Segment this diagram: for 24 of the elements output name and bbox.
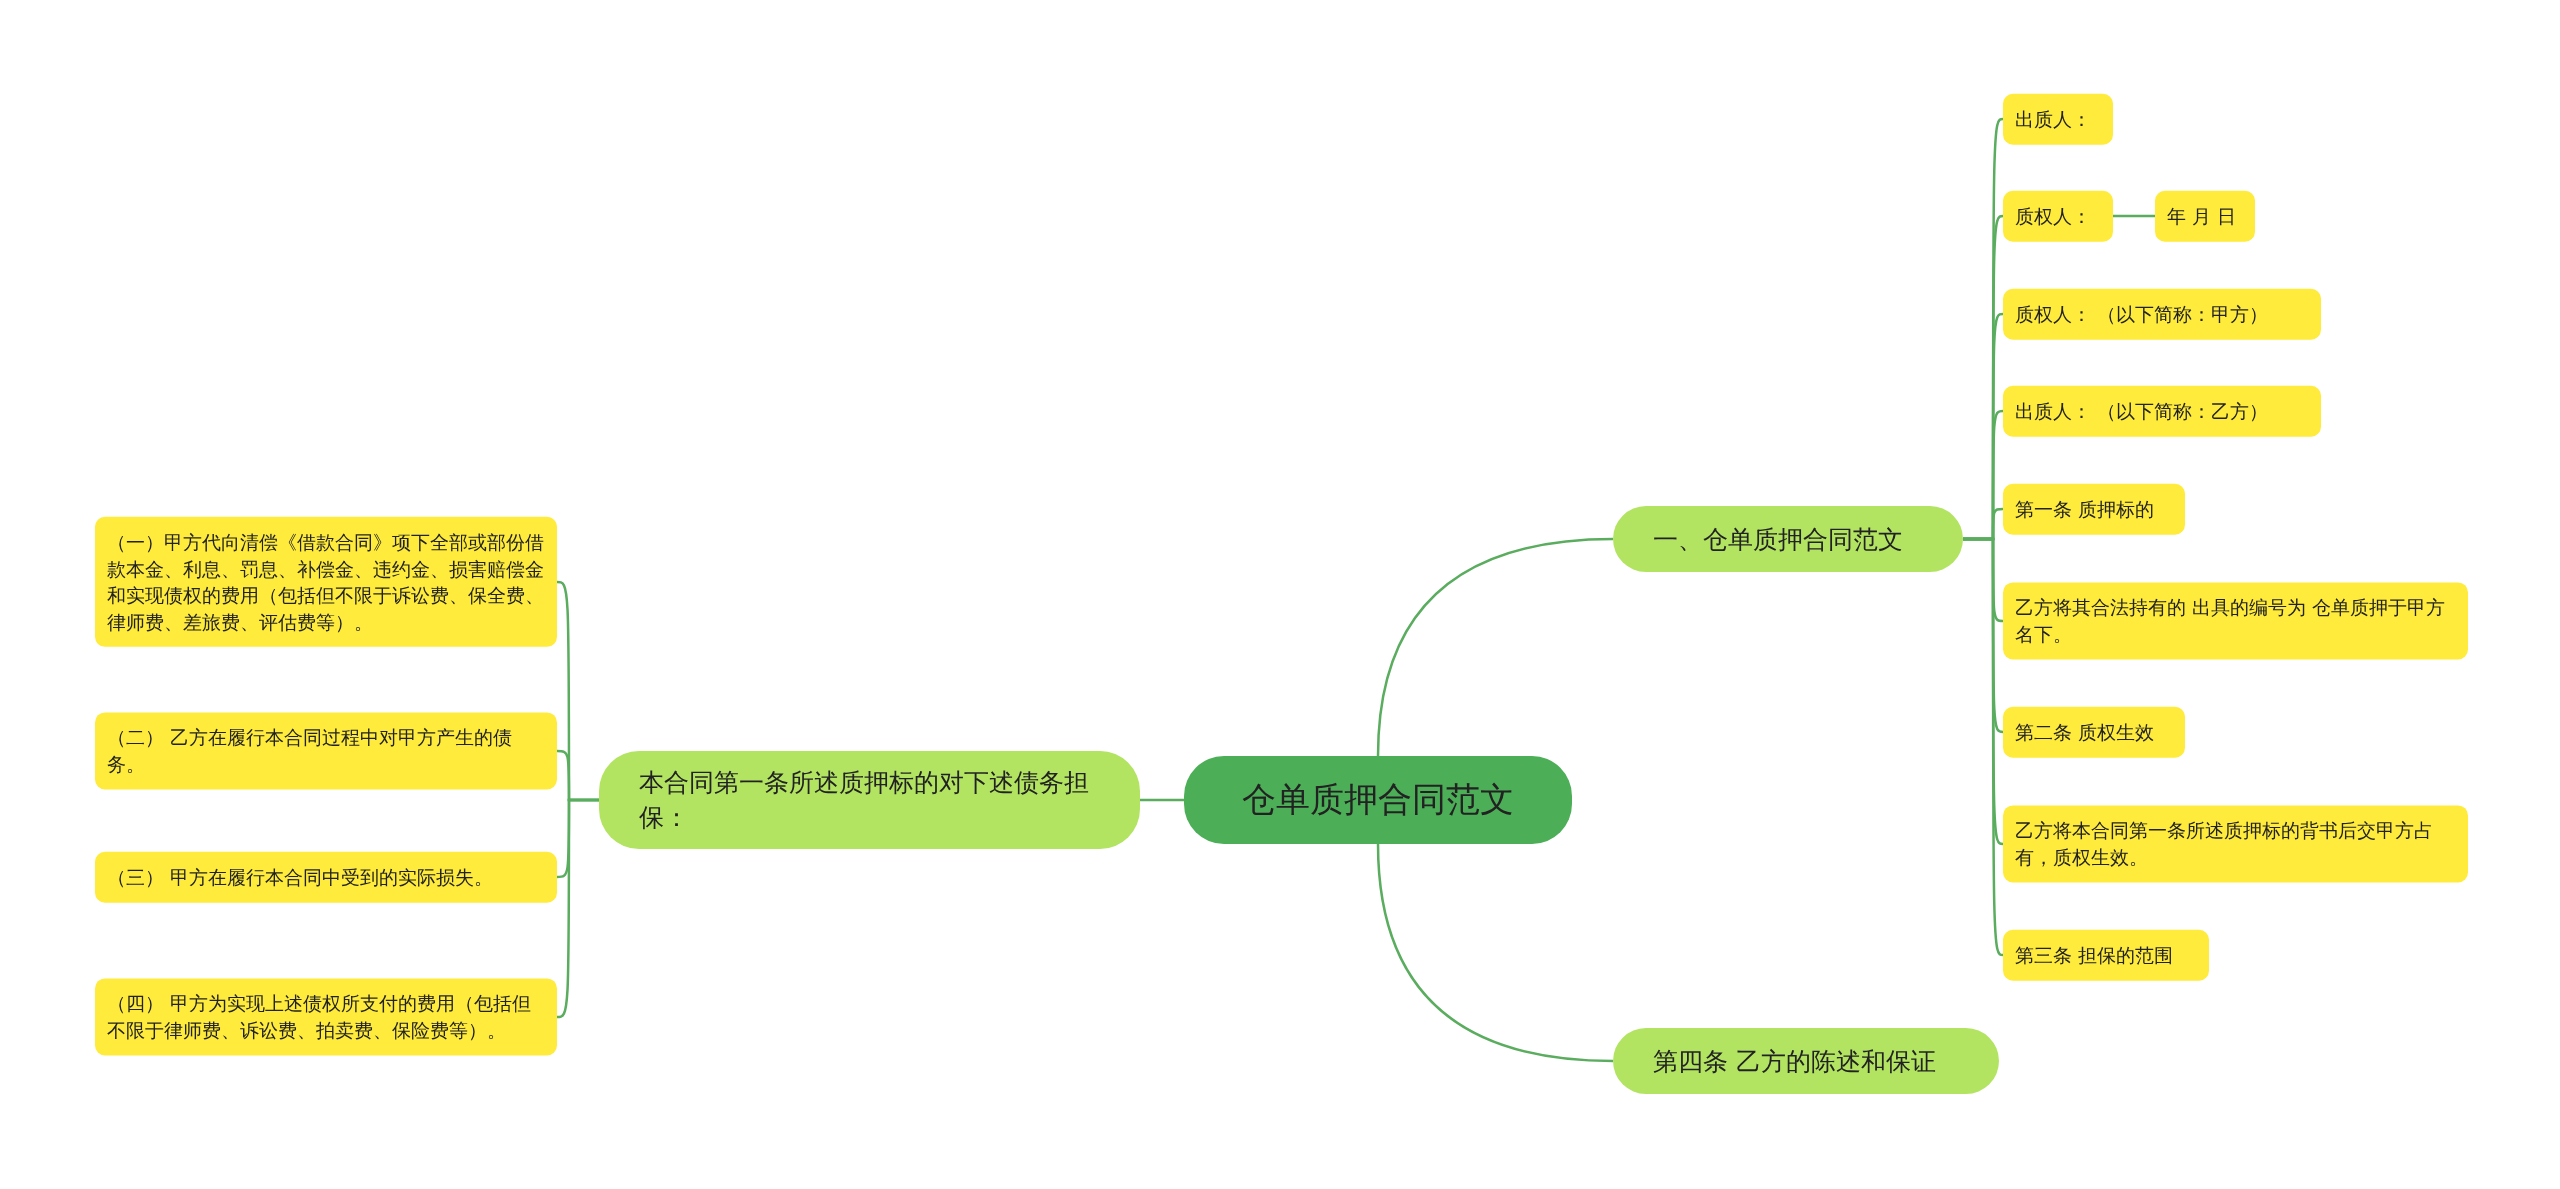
leaf-topic: 年 月 日 <box>2155 190 2255 242</box>
connector-line <box>2113 214 2155 218</box>
leaf-topic: 第三条 担保的范围 <box>2003 929 2209 981</box>
branch-topic: 本合同第一条所述质押标的对下述债务担保： <box>599 751 1140 849</box>
connector-line <box>556 798 599 1019</box>
central-topic: 仓单质押合同范文 <box>1184 756 1572 844</box>
leaf-topic: （三） 甲方在履行本合同中受到的实际损失。 <box>95 851 557 903</box>
connector-line <box>1376 537 1614 757</box>
leaf-topic: 出质人： <box>2003 93 2113 145</box>
leaf-topic: 乙方将本合同第一条所述质押标的背书后交甲方占有，质权生效。 <box>2003 805 2468 883</box>
connector-line <box>1140 798 1184 802</box>
leaf-topic: 乙方将其合法持有的 出具的编号为 仓单质押于甲方名下。 <box>2003 582 2468 660</box>
leaf-topic: （四） 甲方为实现上述债权所支付的费用（包括但不限于律师费、诉讼费、拍卖费、保险费等）。 <box>95 978 557 1056</box>
leaf-topic: 质权人： <box>2003 190 2113 242</box>
leaf-topic: 质权人： （以下简称：甲方） <box>2003 288 2321 340</box>
branch-topic: 一、仓单质押合同范文 <box>1613 506 1963 572</box>
leaf-topic: （一）甲方代向清偿《借款合同》项下全部或部份借款本金、利息、罚息、补偿金、违约金、损害赔偿金和实现债权的费用（包括但不限于诉讼费、保全费、律师费、差旅费、评估费等）。 <box>95 516 557 648</box>
leaf-topic: 第一条 质押标的 <box>2003 483 2185 535</box>
connector-line <box>1376 843 1614 1063</box>
leaf-topic: （二） 乙方在履行本合同过程中对甲方产生的债务。 <box>95 712 557 790</box>
connector-line <box>1963 537 2004 957</box>
branch-topic: 第四条 乙方的陈述和保证 <box>1613 1028 1999 1094</box>
leaf-topic: 出质人： （以下简称：乙方） <box>2003 385 2321 437</box>
leaf-topic: 第二条 质权生效 <box>2003 706 2185 758</box>
